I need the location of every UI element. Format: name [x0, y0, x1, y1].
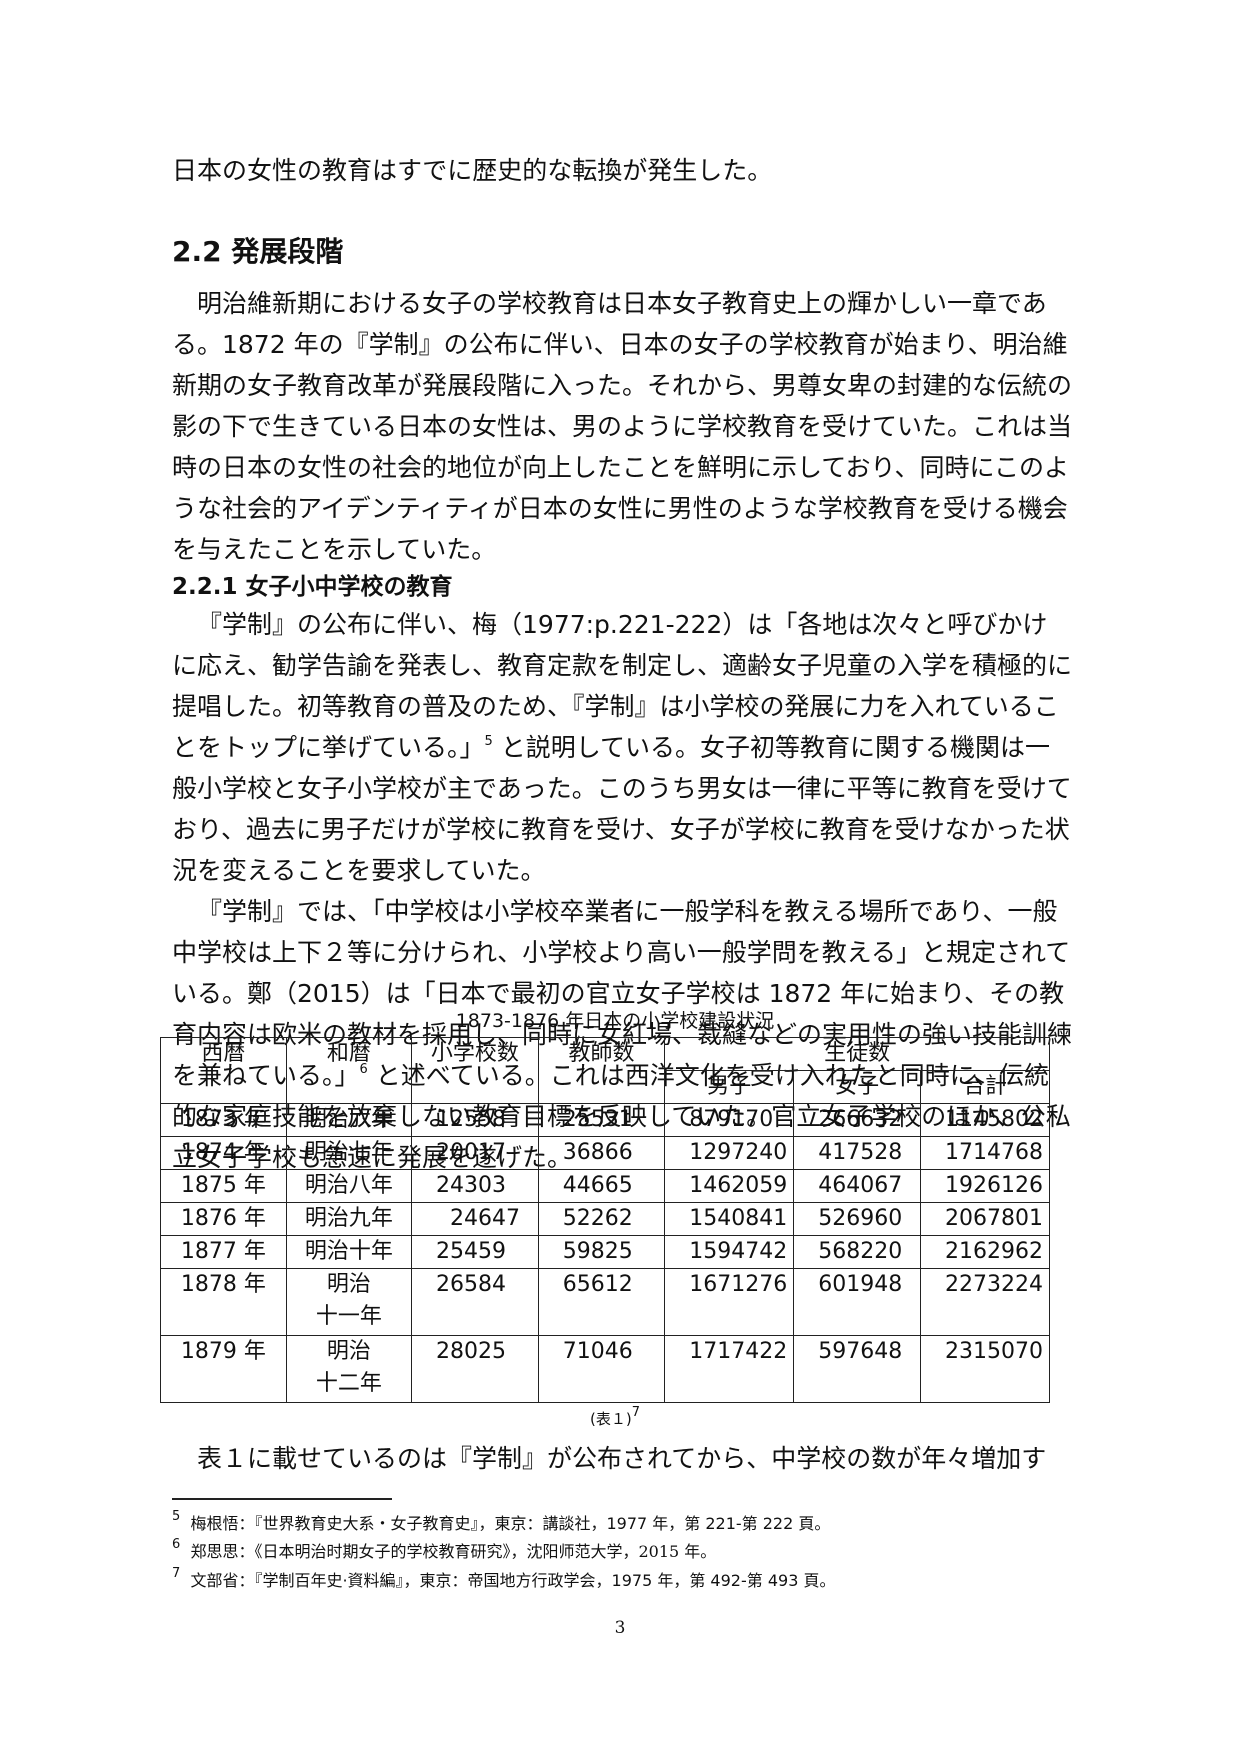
table-row: 1879 年 明治十二年 28025 71046 1717422 597648 …	[160, 1335, 1051, 1403]
footnote-text: 文部省：『学制百年史·資料編』，東京：帝国地方行政学会，1975 年，第 492…	[190, 1571, 836, 1590]
header-total: 合計	[919, 1070, 1051, 1104]
cell-year: 1873 年	[160, 1103, 287, 1137]
cell-schools: 25459	[411, 1235, 539, 1269]
table-row: 1878 年 明治十一年 26584 65612 1671276 601948 …	[160, 1268, 1051, 1336]
header-teachers: 教師数	[537, 1037, 666, 1104]
cell-year: 1877 年	[160, 1235, 287, 1269]
footnote-text: 郑思思：《日本明治时期女子的学校教育研究》，沈阳师范大学，2015 年。	[190, 1542, 717, 1561]
table-row: 1875 年 明治八年 24303 44665 1462059 464067 1…	[160, 1169, 1051, 1203]
cell-year: 1875 年	[160, 1169, 287, 1203]
cell-male: 1671276	[664, 1268, 795, 1336]
cell-female: 417528	[793, 1136, 921, 1170]
cell-schools: 26584	[411, 1268, 539, 1336]
footnote-separator	[172, 1498, 392, 1500]
header-students: 生徒数	[664, 1037, 1050, 1071]
table-note: (表１)7	[160, 1405, 1070, 1429]
intro-line: 日本の女性の教育はすでに歴史的な転換が発生した。	[172, 156, 773, 185]
cell-era: 明治十年	[285, 1235, 413, 1269]
cell-era-line2: 十一年	[315, 1304, 382, 1329]
cell-schools: 28025	[411, 1335, 539, 1403]
cell-teachers: 71046	[537, 1335, 666, 1403]
cell-total: 1145802	[919, 1103, 1051, 1137]
cell-male: 1717422	[664, 1335, 795, 1403]
cell-era: 明治七年	[285, 1136, 413, 1170]
cell-teachers: 65612	[537, 1268, 666, 1336]
cell-teachers: 25531	[537, 1103, 666, 1137]
paragraph-2: 『学制』の公布に伴い、梅（1977:p.221-222）は「各地は次々と呼びかけ…	[172, 604, 1072, 891]
cell-male: 1540841	[664, 1202, 795, 1236]
cell-total: 2067801	[919, 1202, 1051, 1236]
table-header-row: 西暦 和暦 小学校数 教師数 生徒数	[160, 1037, 1050, 1104]
cell-total: 2315070	[919, 1335, 1051, 1403]
cell-total: 2273224	[919, 1268, 1051, 1336]
cell-era-line1: 明治	[326, 1272, 371, 1297]
footnote-7: 7 文部省：『学制百年史·資料編』，東京：帝国地方行政学会，1975 年，第 4…	[172, 1567, 1072, 1592]
cell-teachers: 52262	[537, 1202, 666, 1236]
header-male: 男子	[664, 1070, 795, 1104]
cell-schools: 24303	[411, 1169, 539, 1203]
cell-year: 1878 年	[160, 1268, 287, 1336]
cell-era: 明治六年	[285, 1103, 413, 1137]
cell-female: 568220	[793, 1235, 921, 1269]
footnote-ref-5[interactable]: 5	[484, 733, 493, 749]
footnote-6: 6 郑思思：《日本明治时期女子的学校教育研究》，沈阳师范大学，2015 年。	[172, 1538, 1072, 1563]
paragraph-1: 明治維新期における女子の学校教育は日本女子教育史上の輝かしい一章である。1872…	[172, 289, 1073, 564]
table-row: 1873 年 明治六年 12558 25531 879170 266632 11…	[160, 1103, 1051, 1137]
header-era: 和暦	[285, 1037, 413, 1104]
table-note-text: (表１)	[590, 1410, 632, 1428]
school-statistics-table: 西暦 和暦 小学校数 教師数 生徒数 男子 女子 合計 1873 年 明治六年 …	[160, 1037, 1051, 1403]
cell-teachers: 59825	[537, 1235, 666, 1269]
cell-year: 1874 年	[160, 1136, 287, 1170]
cell-male: 1297240	[664, 1136, 795, 1170]
cell-year: 1879 年	[160, 1335, 287, 1403]
cell-era: 明治十一年	[285, 1268, 413, 1336]
section-heading-2-2-1: 2.2.1 女子小中学校の教育	[172, 574, 453, 600]
footnote-text: 梅根悟：『世界教育史大系・女子教育史』，東京：講談社，1977 年，第 221-…	[190, 1514, 831, 1533]
cell-year: 1876 年	[160, 1202, 287, 1236]
cell-schools: 12558	[411, 1103, 539, 1137]
paragraph-4-text: 表１に載せているのは『学制』が公布されてから、中学校の数が年々増加す	[197, 1444, 1047, 1473]
cell-female: 464067	[793, 1169, 921, 1203]
cell-male: 879170	[664, 1103, 795, 1137]
table-row: 1874 年 明治七年 20017 36866 1297240 417528 1…	[160, 1136, 1051, 1170]
header-schools: 小学校数	[411, 1037, 539, 1104]
cell-total: 1926126	[919, 1169, 1051, 1203]
cell-total: 1714768	[919, 1136, 1051, 1170]
paragraph-2-text-cont: と説明している。女子初等教育に関する機関は一般小学校と女子小学校が主であった。こ…	[172, 733, 1072, 885]
cell-female: 601948	[793, 1268, 921, 1336]
footnote-number: 5	[172, 1508, 181, 1524]
footnote-number: 7	[172, 1565, 181, 1581]
cell-female: 597648	[793, 1335, 921, 1403]
cell-male: 1594742	[664, 1235, 795, 1269]
cell-male: 1462059	[664, 1169, 795, 1203]
page-number: 3	[614, 1618, 626, 1638]
paragraph-2-text: 『学制』の公布に伴い、梅（1977:p.221-222）は「各地は次々と呼びかけ…	[172, 610, 1073, 762]
header-year: 西暦	[160, 1037, 287, 1104]
paragraph-4: 表１に載せているのは『学制』が公布されてから、中学校の数が年々増加す	[172, 1438, 1072, 1479]
table-row: 1876 年 明治九年 24647 52262 1540841 526960 2…	[160, 1202, 1051, 1236]
cell-era: 明治八年	[285, 1169, 413, 1203]
footnote-5: 5 梅根悟：『世界教育史大系・女子教育史』，東京：講談社，1977 年，第 22…	[172, 1510, 1072, 1535]
footnote-ref-7[interactable]: 7	[631, 1405, 640, 1420]
cell-total: 2162962	[919, 1235, 1051, 1269]
cell-teachers: 44665	[537, 1169, 666, 1203]
cell-female: 526960	[793, 1202, 921, 1236]
cell-female: 266632	[793, 1103, 921, 1137]
cell-era: 明治十二年	[285, 1335, 413, 1403]
section-heading-2-2: 2.2 発展段階	[172, 235, 344, 268]
table-subheader-row: 男子 女子 合計	[161, 1070, 1051, 1104]
table-row: 1877 年 明治十年 25459 59825 1594742 568220 2…	[160, 1235, 1051, 1269]
cell-era-line1: 明治	[326, 1339, 371, 1364]
header-female: 女子	[793, 1070, 921, 1104]
footnote-number: 6	[172, 1536, 181, 1552]
table-caption: 1873-1876 年日本の小学校建設状況	[455, 1010, 775, 1032]
cell-era-line2: 十二年	[315, 1371, 382, 1396]
cell-schools: 20017	[411, 1136, 539, 1170]
cell-schools: 24647	[411, 1202, 539, 1236]
cell-teachers: 36866	[537, 1136, 666, 1170]
cell-era: 明治九年	[285, 1202, 413, 1236]
